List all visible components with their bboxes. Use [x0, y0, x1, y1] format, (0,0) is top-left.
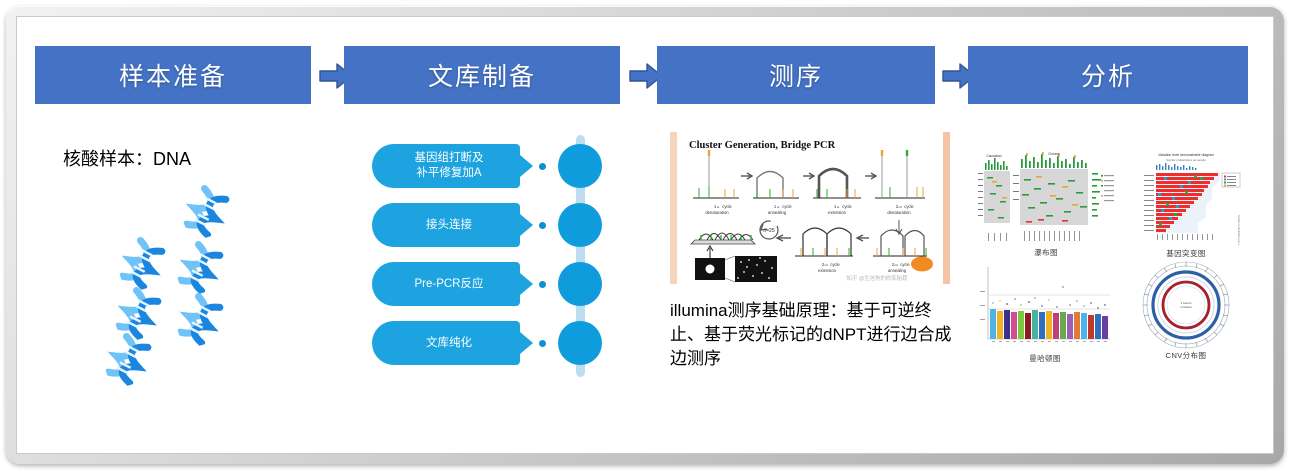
svg-text:st: st [717, 205, 720, 209]
panel-analysis: 分析 [968, 17, 1248, 453]
dna-helix-icon [96, 325, 162, 391]
thumbnail-label-oncoprint: 瀑布图 [1034, 248, 1058, 257]
svg-text:cycle: cycle [904, 204, 914, 209]
arrow-right-icon [629, 62, 663, 90]
library-step-line1: Pre-PCR反应 [414, 277, 484, 290]
connector-dot-icon [539, 281, 546, 288]
dna-icon-cluster [71, 182, 271, 387]
arrow-right-icon [942, 62, 976, 90]
mutation-diagram-title: Variation level demonstrable diagram [1158, 153, 1214, 157]
orange-dot-marker [911, 256, 933, 272]
library-step-item[interactable]: 接头连接 [372, 203, 602, 247]
connector-dot-icon [539, 163, 546, 170]
library-step-item[interactable]: Pre-PCR反应 [372, 262, 602, 306]
oncoprint-thumbnail: Caucasian Chinese [976, 149, 1116, 245]
library-step-line1: 基因组打断及 [414, 152, 484, 164]
library-step-pill[interactable]: 基因组打断及 补平修复加A [372, 144, 520, 188]
library-step-pill[interactable]: 接头连接 [372, 203, 520, 247]
svg-text:1: 1 [714, 204, 717, 209]
workflow-diagram: 样本准备 核酸样本：DNA [17, 17, 1273, 453]
mutation-diagram-subtitle: Number of aberrations per sample [1166, 158, 1206, 162]
svg-text:nd: nd [898, 205, 902, 209]
svg-text:Caucasian: Caucasian [986, 154, 1001, 158]
svg-text:1: 1 [774, 204, 777, 209]
bridge-pcr-diagram: Cluster Generation, Bridge PCR [670, 132, 950, 284]
svg-text:nd: nd [824, 263, 828, 267]
pill-notch [520, 155, 533, 177]
dna-helix-icon [168, 285, 234, 351]
library-step-line2: 补平修复加A [416, 167, 482, 179]
library-step-node[interactable] [558, 203, 602, 247]
svg-text:2 Gained: 2 Gained [1181, 301, 1192, 305]
window-frame: 样本准备 核酸样本：DNA [6, 6, 1284, 464]
diagram-title: Cluster Generation, Bridge PCR [689, 140, 836, 151]
manhattan-plot-thumbnail [974, 265, 1116, 351]
slide-canvas: 样本准备 核酸样本：DNA [16, 16, 1274, 454]
thumbnail-label-manhattan: 曼哈顿图 [1029, 354, 1061, 363]
sample-type-label: 核酸样本：DNA [63, 149, 192, 169]
library-step-pill[interactable]: Pre-PCR反应 [372, 262, 520, 306]
library-step-line1: 接头连接 [426, 218, 472, 231]
library-step-item[interactable]: 文库纯化 [372, 321, 602, 365]
thumbnail-label-cnv: CNV分布图 [1165, 351, 1207, 360]
svg-text:Number of aberrations per samp: Number of aberrations per sample [1237, 215, 1240, 245]
svg-text:cycle: cycle [722, 204, 732, 209]
svg-text:denaturation: denaturation [705, 210, 729, 215]
library-step-pill[interactable]: 文库纯化 [372, 321, 520, 365]
circos-cnv-thumbnail: 2 Gained 2 Deleted [1130, 259, 1242, 351]
thumbnail-label-mutation: 基因突变图 [1166, 249, 1206, 258]
dna-helix-icon [106, 279, 172, 345]
library-step-node[interactable] [558, 144, 602, 188]
panel-sample-prep: 样本准备 核酸样本：DNA [35, 17, 311, 453]
svg-text:extension: extension [828, 210, 847, 215]
dna-helix-icon [110, 229, 176, 295]
svg-text:2: 2 [896, 204, 899, 209]
panel-title-analysis: 分析 [968, 46, 1248, 104]
svg-text:1: 1 [834, 204, 837, 209]
svg-text:Chinese: Chinese [1048, 152, 1060, 156]
dna-helix-icon [174, 177, 240, 243]
svg-text:extension: extension [818, 268, 837, 273]
svg-text:cycle: cycle [842, 204, 852, 209]
svg-text:annealing: annealing [888, 268, 907, 273]
svg-text:2: 2 [822, 262, 825, 267]
svg-text:denaturation: denaturation [887, 210, 911, 215]
panel-library-prep: 文库制备 基因组打断及 补平修复加A 接头连接 Pre-PCR反应 [344, 17, 620, 453]
library-step-node[interactable] [558, 321, 602, 365]
panel-sequencing: 测序 Cluster Generation, Bridge PCR [657, 17, 951, 453]
connector-dot-icon [539, 340, 546, 347]
watermark-label: 知乎 @生信狗的修炼秘籍 [847, 274, 908, 282]
svg-text:st: st [837, 205, 840, 209]
panel-title-sequencing: 测序 [657, 46, 935, 104]
connector-dot-icon [539, 222, 546, 229]
dna-helix-icon [168, 233, 234, 299]
panel-title-sample-prep: 样本准备 [35, 46, 311, 104]
sequencing-caption: illumina测序基础原理：基于可逆终止、基于荧光标记的dNPT进行边合成边测… [670, 301, 952, 368]
svg-text:nd: nd [894, 263, 898, 267]
svg-text:cycle: cycle [782, 204, 792, 209]
mutation-diagram-thumbnail: Variation level demonstrable diagram Num… [1128, 147, 1244, 245]
library-step-node[interactable] [558, 262, 602, 306]
svg-text:annealing: annealing [768, 210, 787, 215]
library-step-line1: 文库纯化 [426, 336, 472, 349]
svg-text:2: 2 [892, 262, 895, 267]
pill-notch [520, 332, 533, 354]
svg-text:cycle: cycle [830, 262, 840, 267]
pill-notch [520, 214, 533, 236]
pill-notch [520, 273, 533, 295]
panel-title-library-prep: 文库制备 [344, 46, 620, 104]
svg-text:st: st [777, 205, 780, 209]
cycle-count-label: n=25 [763, 228, 774, 234]
library-progress-track [576, 135, 585, 377]
svg-text:2 Deleted: 2 Deleted [1180, 305, 1192, 309]
library-step-item[interactable]: 基因组打断及 补平修复加A [372, 144, 602, 188]
svg-text:cycle: cycle [900, 262, 910, 267]
